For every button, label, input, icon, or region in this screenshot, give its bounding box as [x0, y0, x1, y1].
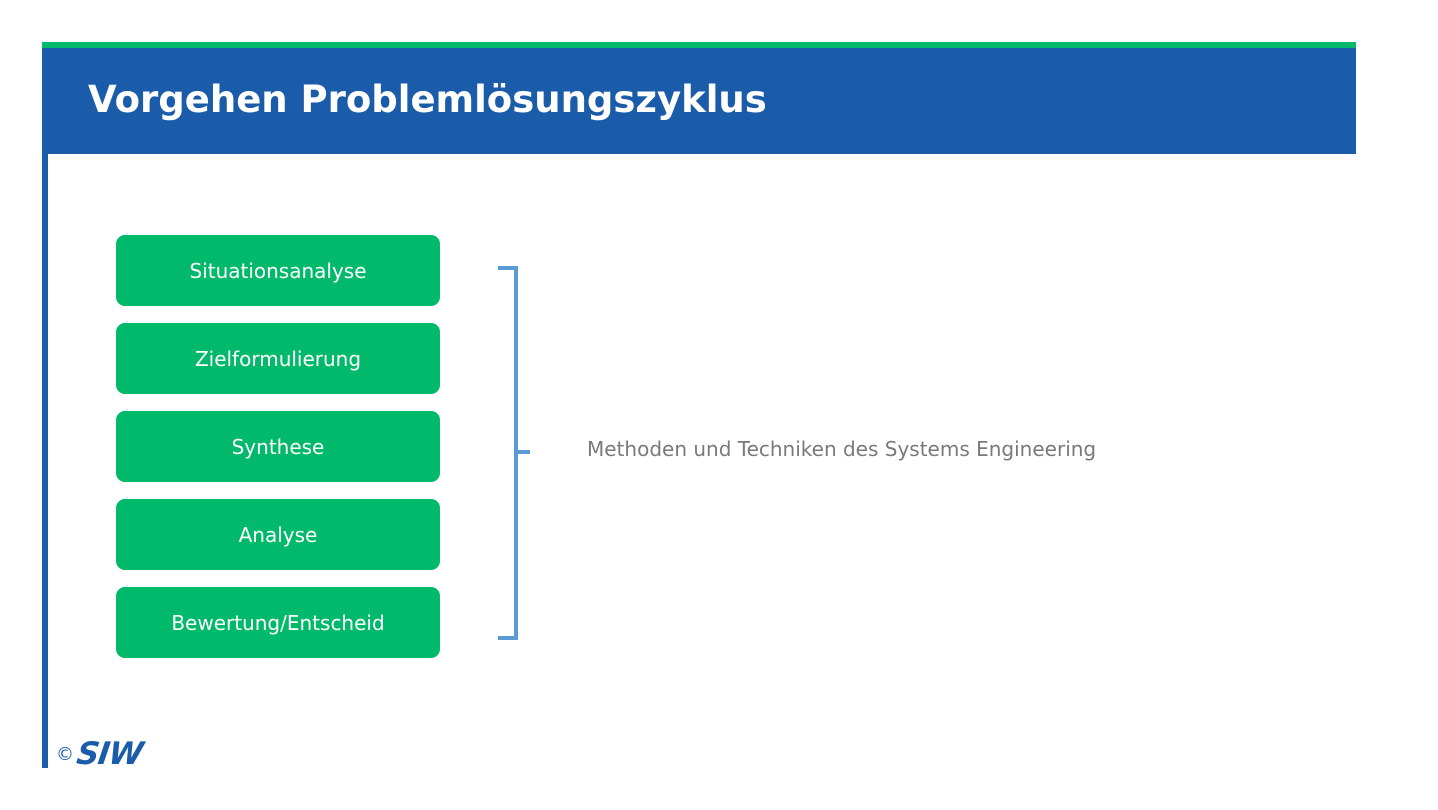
- step-analyse: Analyse: [116, 499, 440, 570]
- header-band: [42, 48, 1356, 154]
- step-bewertung-entscheid: Bewertung/Entscheid: [116, 587, 440, 658]
- bracket-shape: [498, 266, 530, 640]
- right-bracket: [498, 266, 530, 640]
- step-zielformulierung: Zielformulierung: [116, 323, 440, 394]
- company-logo: © SIW: [56, 736, 145, 772]
- bracket-label: Methoden und Techniken des Systems Engin…: [587, 437, 1097, 461]
- logo-wordmark: SIW: [74, 736, 145, 772]
- process-steps: Situationsanalyse Zielformulierung Synth…: [116, 235, 440, 658]
- page-title: Vorgehen Problemlösungszyklus: [88, 78, 767, 121]
- copyright-icon: ©: [56, 743, 74, 765]
- header-accent-line: [42, 42, 1356, 48]
- step-synthese: Synthese: [116, 411, 440, 482]
- left-accent-bar: [42, 154, 48, 768]
- step-situationsanalyse: Situationsanalyse: [116, 235, 440, 306]
